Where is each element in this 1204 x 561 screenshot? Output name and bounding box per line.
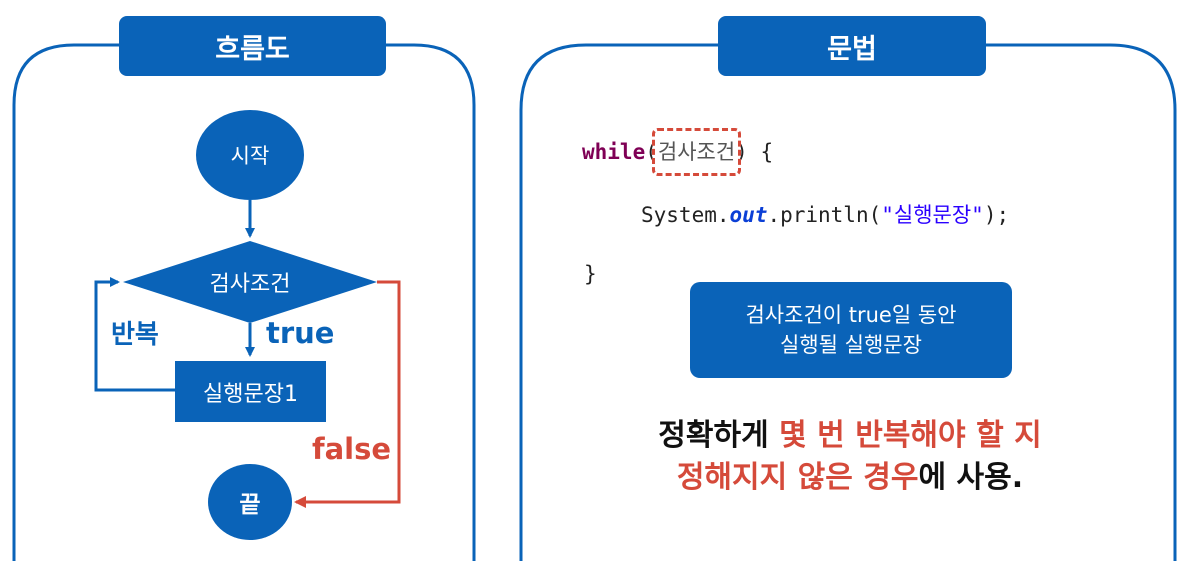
- false-label: false: [312, 432, 392, 466]
- code-println: .println(: [767, 203, 882, 227]
- summary-line-1-a: 정확하게: [658, 418, 780, 453]
- false-path-line: [294, 280, 401, 508]
- summary-line-2-a: 정해지지 않은 경우: [676, 460, 919, 495]
- statement-label: 실행문장1: [203, 381, 298, 407]
- code-string: "실행문장": [881, 203, 984, 227]
- end-label: 끝: [239, 492, 261, 518]
- code-out: out: [729, 203, 768, 227]
- code-line-println: System.out.println("실행문장");: [641, 199, 1009, 229]
- info-line-1: 검사조건이 true일 동안: [745, 303, 957, 327]
- loop-label: 반복: [111, 320, 159, 350]
- code-end-stmt: );: [983, 203, 1010, 227]
- code-condition: 검사조건: [657, 140, 736, 164]
- start-node: [196, 110, 304, 200]
- code-line-close: }: [584, 262, 597, 286]
- condition-highlight: 검사조건: [651, 128, 742, 176]
- flowchart-title: 흐름도: [119, 16, 386, 76]
- while-keyword: while: [582, 140, 646, 164]
- summary-line-1: 정확하게 몇 번 반복해야 할 지: [560, 410, 1140, 454]
- start-label: 시작: [230, 144, 270, 168]
- end-node: [208, 464, 292, 540]
- info-box: 검사조건이 true일 동안 실행될 실행문장: [690, 282, 1012, 378]
- info-line-2: 실행될 실행문장: [780, 333, 922, 357]
- code-line-while: while(검사조건) {: [582, 128, 773, 176]
- condition-label: 검사조건: [209, 272, 291, 297]
- true-label: true: [266, 316, 335, 350]
- statement-node: [175, 361, 326, 422]
- condition-node: [123, 241, 377, 323]
- code-system: System.: [641, 203, 730, 227]
- syntax-title: 문법: [718, 16, 986, 76]
- loop-back-line: [94, 277, 175, 392]
- summary-line-2-b: 에 사용.: [918, 460, 1024, 495]
- condition-dashed-box: [651, 128, 742, 176]
- summary-line-1-b: 몇 번 반복해야 할 지: [779, 418, 1042, 453]
- summary-line-2: 정해지지 않은 경우에 사용.: [560, 452, 1140, 496]
